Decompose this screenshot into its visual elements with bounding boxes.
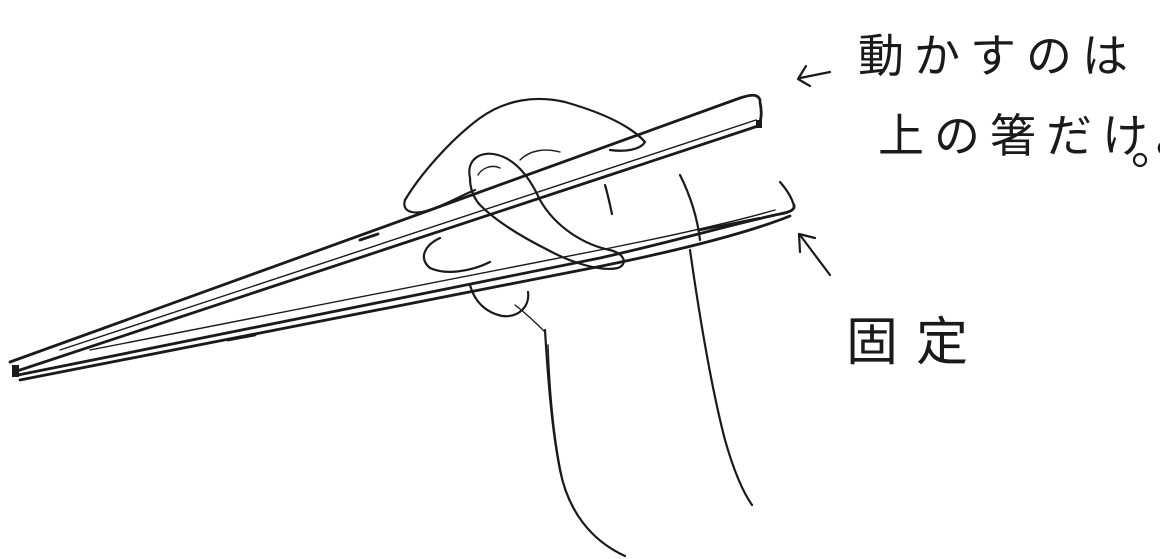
moving-note-line1: 動かすのは bbox=[858, 20, 1138, 86]
hand-wrist bbox=[545, 175, 752, 556]
hand-fingers-back bbox=[424, 238, 545, 332]
lower-chopstick bbox=[18, 182, 794, 380]
arrow-to-upper-chopstick bbox=[798, 66, 830, 86]
upper-chopstick bbox=[10, 95, 762, 377]
moving-note-line2: 上の箸だけ。 bbox=[878, 100, 1160, 166]
arrow-to-lower-chopstick bbox=[799, 234, 830, 275]
fixed-label: 固定 bbox=[846, 300, 986, 375]
